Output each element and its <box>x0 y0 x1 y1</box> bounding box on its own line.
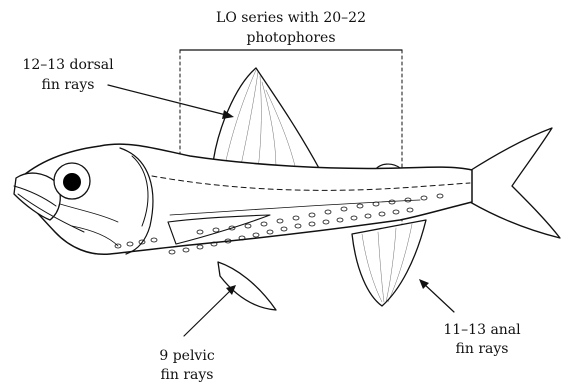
pelvic-fin <box>218 262 276 310</box>
anal-label-line2: fin rays <box>456 341 509 357</box>
eye <box>54 163 90 199</box>
lo-series-label-line2: photophores <box>246 30 335 46</box>
dorsal-fin <box>212 68 320 171</box>
anal-fin <box>352 220 426 306</box>
lo-series-label-line1: LO series with 20–22 <box>216 10 366 26</box>
anal-label-line1: 11–13 anal <box>443 322 521 338</box>
eye-pupil <box>63 173 81 191</box>
caudal-fin <box>468 128 560 238</box>
dorsal-label-line1: 12–13 dorsal <box>22 57 114 73</box>
dorsal-pointer <box>108 85 234 119</box>
dorsal-label-line2: fin rays <box>42 77 95 93</box>
anal-pointer <box>419 279 454 312</box>
pelvic-label-line1: 9 pelvic <box>159 348 214 364</box>
pelvic-label-line2: fin rays <box>161 367 214 383</box>
pelvic-pointer <box>184 285 236 336</box>
